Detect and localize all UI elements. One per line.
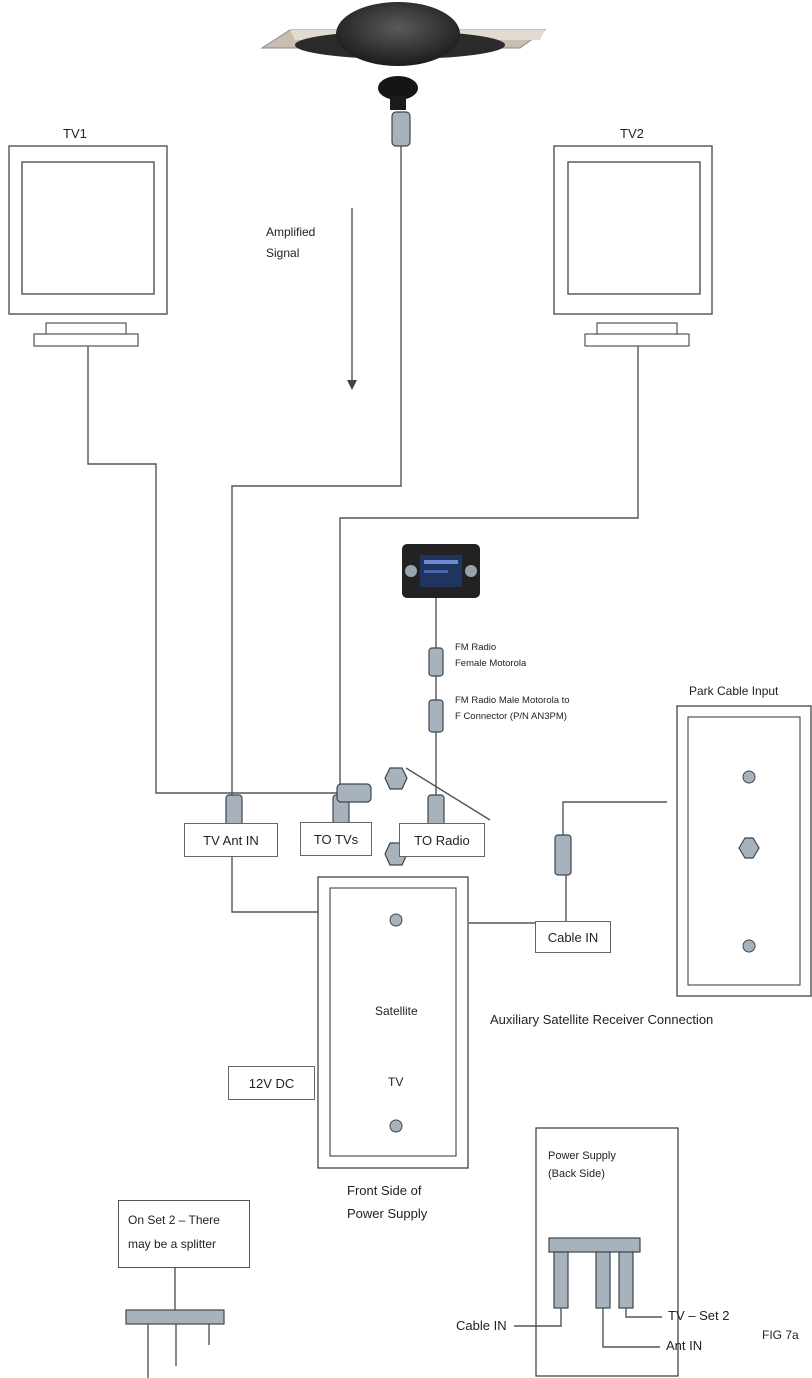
signal-label: Signal (266, 246, 300, 260)
aux-satellite-label: Auxiliary Satellite Receiver Connection (490, 1012, 714, 1027)
tv-set2-label: TV – Set 2 (668, 1308, 730, 1323)
wire-tv1-to-tv-output (87, 346, 337, 794)
fm-male-label-2: F Connector (P/N AN3PM) (455, 711, 567, 722)
wire-aux-pointer (405, 767, 491, 821)
splitter-note-2: may be a splitter (128, 1237, 217, 1251)
wire-cable-in-to-park (562, 801, 667, 835)
wire-tv2-to-tvs (339, 346, 639, 795)
splitter-note-box (118, 1200, 250, 1268)
front-side-label-1: Front Side of (347, 1183, 422, 1198)
park-cable-f-connector (738, 837, 760, 859)
power-supply-back (514, 1127, 679, 1377)
tv1-monitor-icon (8, 145, 168, 347)
tv1-label: TV1 (63, 126, 87, 141)
satellite-connector (384, 767, 408, 790)
ps-back-label-2: (Back Side) (548, 1168, 605, 1180)
tv2-monitor-icon (553, 145, 713, 347)
power-supply-front-plate (317, 767, 469, 1169)
wire-antenna-to-ant-in (231, 146, 402, 795)
wire-antin-box-to-ps (231, 856, 318, 913)
fm-male-connector (428, 699, 444, 733)
cable-in-bottom-label: Cable IN (456, 1318, 507, 1333)
fm-female-label-1: FM Radio (455, 642, 497, 653)
ant-in-label: Ant IN (666, 1338, 703, 1353)
cable-in-box: Cable IN (535, 921, 611, 953)
satellite-label: Satellite (375, 1004, 418, 1018)
fm-female-connector (428, 647, 444, 677)
to-tvs-box: TO TVs (300, 822, 372, 856)
radio-icon (402, 544, 480, 598)
tv-output-connector (336, 783, 372, 803)
fm-female-label-2: Female Motorola (455, 658, 527, 669)
tv2-label: TV2 (620, 126, 644, 141)
front-side-label-2: Power Supply (347, 1206, 428, 1221)
park-cable-plate (676, 705, 812, 997)
tv-label: TV (388, 1075, 404, 1089)
wiring-lines (87, 146, 667, 924)
to-radio-box: TO Radio (399, 823, 485, 857)
ps-back-label-1: Power Supply (548, 1150, 616, 1162)
signal-arrow-head (347, 380, 357, 390)
park-cable-input-label: Park Cable Input (689, 684, 779, 698)
12v-dc-box: 12V DC (228, 1066, 315, 1100)
fm-male-label-1: FM Radio Male Motorola to (455, 695, 570, 706)
antenna-icon (260, 2, 547, 110)
splitter-note-1: On Set 2 – There (128, 1213, 220, 1227)
tv-ant-in-box: TV Ant IN (184, 823, 278, 857)
splitter-icon (125, 1266, 225, 1378)
cable-in-connector (554, 834, 572, 876)
fig-label: FIG 7a (762, 1328, 799, 1342)
amplified-label: Amplified (266, 225, 316, 239)
antenna-cable-connector (391, 111, 411, 147)
wire-cable-to-ps (469, 875, 567, 924)
